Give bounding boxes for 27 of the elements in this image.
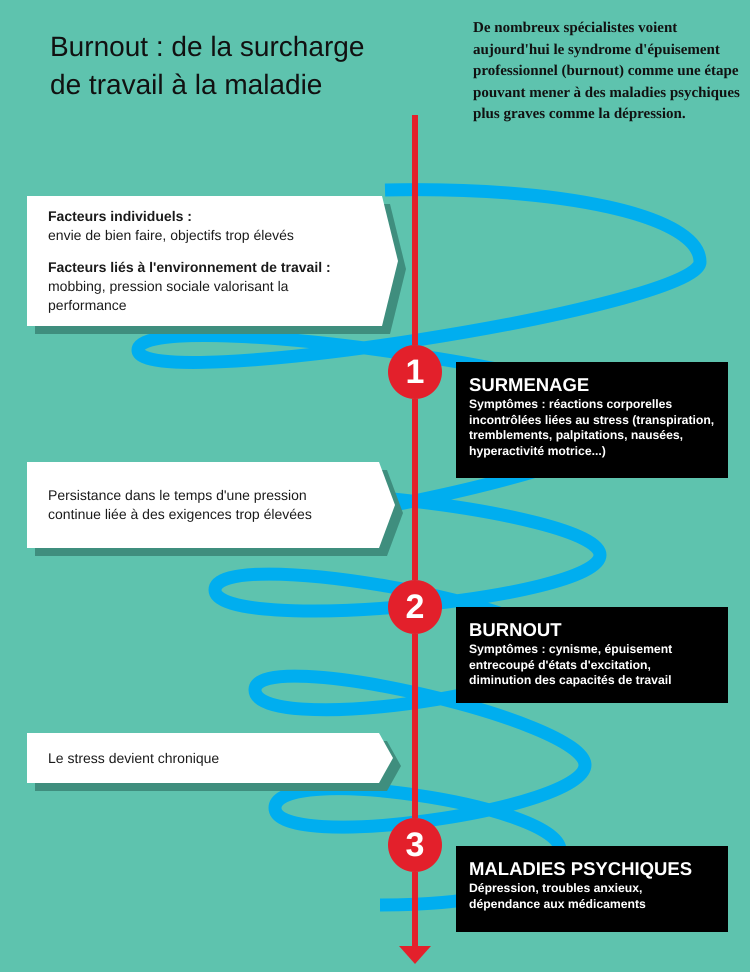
connector-line bbox=[412, 399, 418, 580]
symptoms-text: Dépression, troubles anxieux, dépendance aux médicaments bbox=[469, 881, 647, 912]
connector-line bbox=[412, 634, 418, 818]
stage-box bbox=[456, 607, 728, 703]
arrow bbox=[399, 872, 431, 964]
stage-heading: BURNOUT bbox=[469, 618, 562, 642]
step-marker: 3 bbox=[388, 818, 442, 872]
step-marker: 2 bbox=[388, 580, 442, 634]
factor-text: envie de bien faire, objectifs trop élevés bbox=[48, 226, 295, 245]
intro-paragraph: De nombreux spécialistes voient aujourd'hui le syndrome d'épuisement professionnel (burnout) comme une étape pouvant mener à des maladies psychiques plus graves comme la dépression. bbox=[473, 19, 741, 124]
connector-line bbox=[412, 115, 418, 345]
factor-heading: Facteurs individuels : bbox=[48, 207, 193, 226]
symptoms-text: Symptômes : cynisme, épuisement entrecoupé d'états d'excitation, diminution des capacités de travail bbox=[469, 642, 674, 688]
title: Burnout : de la surcharge de travail à la maladie bbox=[50, 30, 366, 102]
arrow-box bbox=[27, 196, 406, 334]
factor-heading: Facteurs liés à l'environnement de travail : bbox=[48, 258, 332, 277]
symptoms-text: Symptômes : réactions corporelles incontrôlées liées au stress (transpiration, tremblements, palpitations, nausées, hyperactivité motrice...) bbox=[469, 397, 716, 459]
step-marker: 1 bbox=[388, 345, 442, 399]
factor-text: mobbing, pression sociale valorisant la performance bbox=[48, 277, 290, 315]
stage-heading: SURMENAGE bbox=[469, 373, 590, 397]
stage-heading: MALADIES PSYCHIQUES bbox=[469, 857, 694, 881]
arrow-box bbox=[27, 733, 401, 791]
stage-box bbox=[456, 846, 728, 932]
factor-text: Persistance dans le temps d'une pression continue liée à des exigences trop élevées bbox=[48, 486, 313, 524]
stage-box bbox=[456, 362, 728, 478]
factor-text: Le stress devient chronique bbox=[48, 748, 220, 768]
arrow-box bbox=[27, 462, 403, 556]
